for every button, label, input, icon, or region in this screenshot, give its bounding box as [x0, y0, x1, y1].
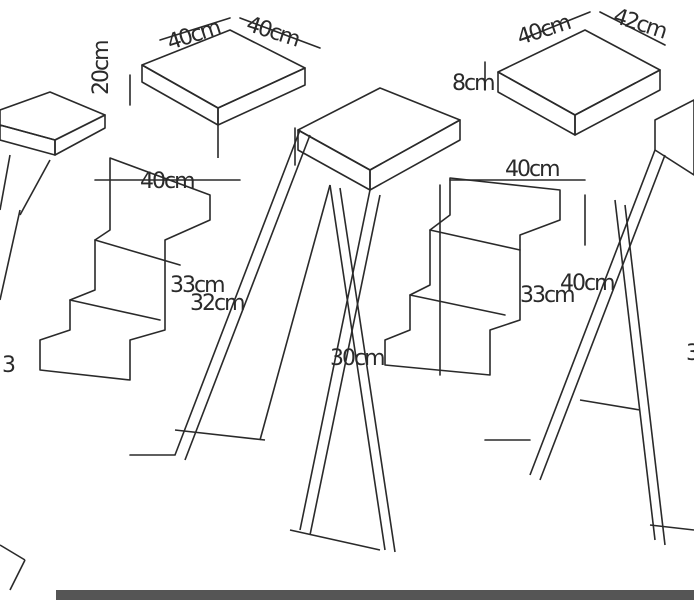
tray-top-far-right [654, 99, 694, 176]
stand-legs-center [174, 129, 396, 553]
stand-legs-left [0, 209, 26, 591]
label-top-height-right: 8cm [452, 71, 494, 96]
label-side-left: 3 [2, 353, 15, 378]
panel-left [39, 157, 211, 381]
bottom-divider-bar [56, 590, 694, 600]
label-panel-height-right: 40cm [560, 271, 614, 296]
stand-legs-right [529, 149, 694, 546]
label-panel-depth-left: 32cm [190, 291, 244, 316]
dimension-arrows [94, 11, 666, 456]
label-top-width-left: 40cm [243, 12, 302, 52]
label-panel-width-left: 40cm [140, 169, 194, 194]
label-leg-mid-left: 30cm [330, 346, 384, 371]
label-top-depth-right: 40cm [514, 10, 573, 50]
label-top-width-right: 42cm [610, 4, 669, 44]
label-panel-height-left: 33cm [170, 273, 224, 298]
label-top-height-left: 20cm [89, 41, 114, 95]
label-panel-width-right: 40cm [505, 157, 559, 182]
tray-top-left [141, 29, 306, 158]
panel-right [384, 177, 561, 376]
tray-top-far-left [0, 91, 106, 216]
tray-top-center [297, 87, 461, 191]
label-leg-mid-right: 3 [686, 341, 694, 366]
tray-top-right [497, 29, 661, 136]
label-top-depth-left: 40cm [164, 15, 223, 55]
label-panel-depth-right: 33cm [520, 283, 574, 308]
